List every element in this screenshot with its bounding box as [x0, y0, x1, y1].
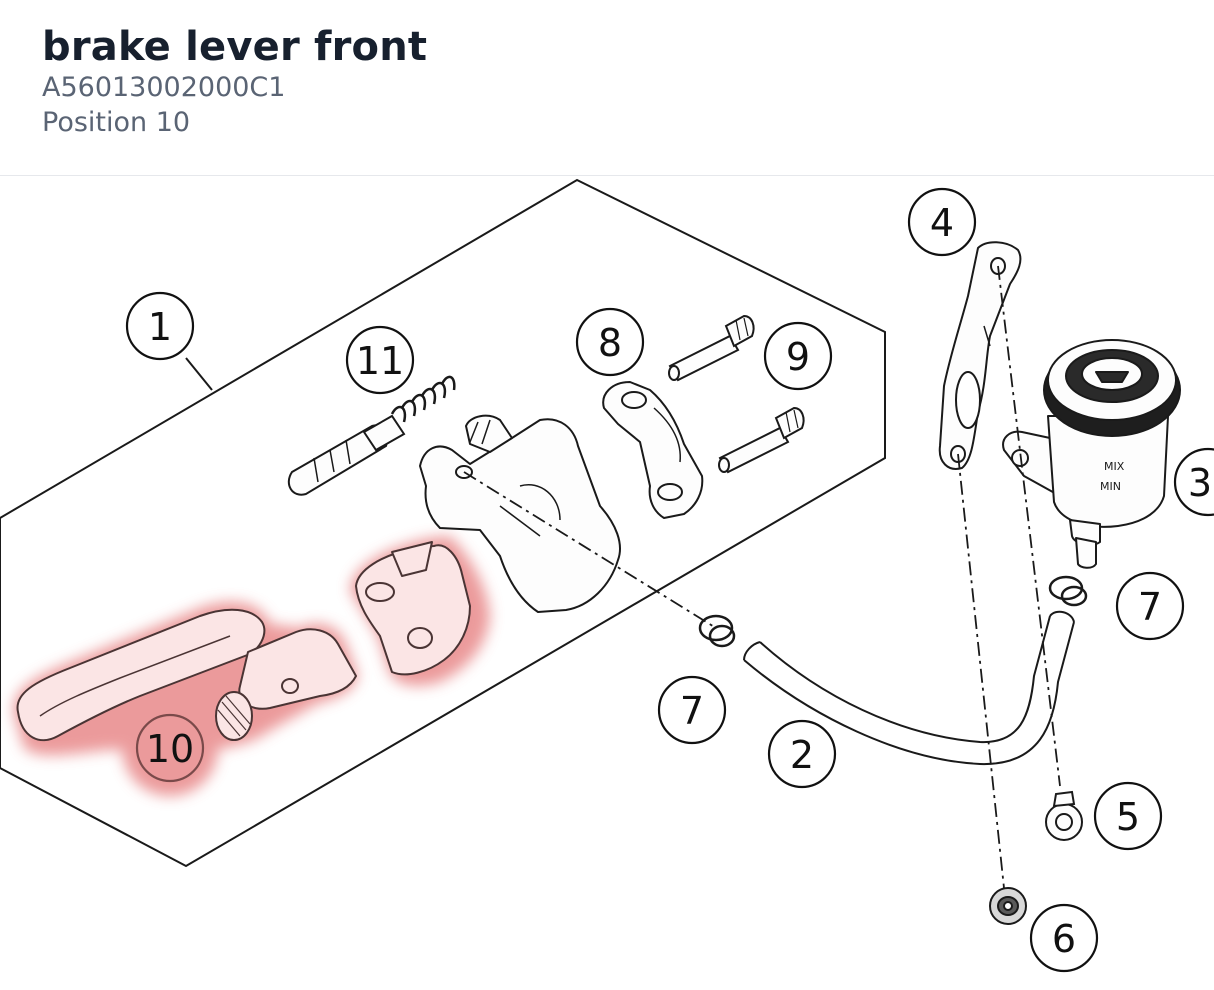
callout-5[interactable]: 5 [1093, 781, 1163, 851]
master-cylinder-body [419, 414, 621, 613]
callout-8[interactable]: 8 [575, 307, 645, 377]
clamp-bolts [668, 314, 805, 474]
assembly-outline [0, 178, 886, 868]
handlebar-clamp [602, 381, 704, 519]
callout-5-label: 5 [1116, 795, 1140, 839]
callout-1-label: 1 [148, 305, 172, 349]
hose-clamps [698, 575, 1088, 648]
callout-3[interactable]: 3 [1173, 447, 1214, 517]
callout-11-label: 11 [356, 339, 404, 383]
brake-lever [16, 541, 471, 742]
callout-2-label: 2 [790, 733, 814, 777]
part-title: brake lever front [42, 24, 428, 70]
piston-assembly [287, 375, 456, 496]
assembly-axis-lines [463, 265, 1061, 889]
callout-6[interactable]: 6 [1029, 903, 1099, 973]
callout-7-reservoir[interactable]: 7 [1115, 571, 1185, 641]
callout-2[interactable]: 2 [767, 719, 837, 789]
callout-4[interactable]: 4 [907, 187, 977, 257]
callout-7-hose-label: 7 [680, 689, 704, 733]
brake-hose [743, 610, 1075, 766]
diagram-canvas: MIX MIN [0, 178, 1214, 973]
callout-9-label: 9 [786, 335, 810, 379]
reservoir-min-label: MIN [1100, 480, 1121, 493]
callout-1[interactable]: 1 [125, 291, 195, 361]
callout-6-label: 6 [1052, 917, 1076, 961]
leader-line-1 [185, 357, 213, 391]
brake-fluid-reservoir: MIX MIN [1002, 339, 1181, 569]
part-position: Position 10 [42, 107, 191, 138]
bracket-screws [989, 790, 1083, 925]
callout-8-label: 8 [598, 321, 622, 365]
callout-3-label: 3 [1188, 461, 1212, 505]
callout-7-reservoir-label: 7 [1138, 585, 1162, 629]
part-header: brake lever front A56013002000C1 Positio… [0, 0, 1214, 176]
callout-4-label: 4 [930, 201, 954, 245]
callout-9[interactable]: 9 [763, 321, 833, 391]
part-number: A56013002000C1 [42, 72, 286, 103]
reservoir-bracket [938, 241, 1022, 470]
exploded-diagram: MIX MIN [0, 176, 1214, 990]
callout-11[interactable]: 11 [345, 325, 415, 395]
callout-10-label: 10 [146, 727, 194, 771]
reservoir-mix-label: MIX [1104, 460, 1125, 473]
callout-7-hose[interactable]: 7 [657, 675, 727, 745]
callout-10[interactable]: 10 [135, 713, 205, 783]
